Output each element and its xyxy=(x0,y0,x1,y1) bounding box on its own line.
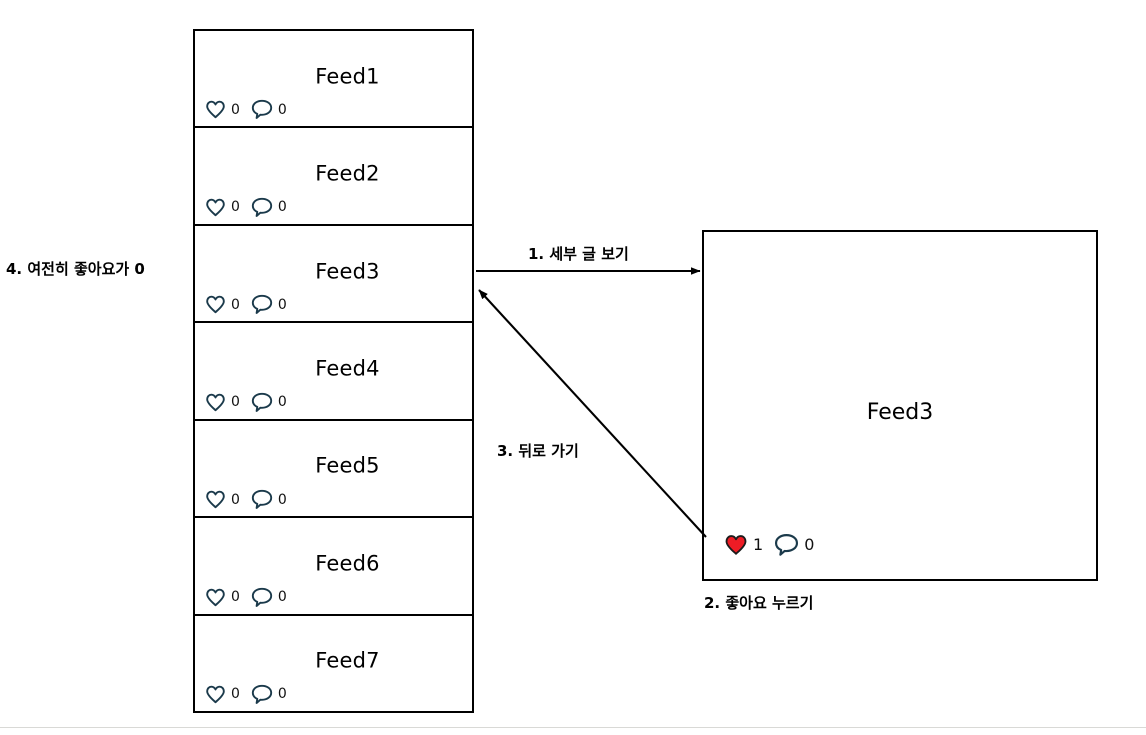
heart-outline-icon[interactable] xyxy=(205,198,226,217)
annotation-step-3: 3. 뒤로 가기 xyxy=(497,442,579,460)
comment-count: 0 xyxy=(277,686,287,703)
annotation-step-4: 4. 여전히 좋아요가 0 xyxy=(6,260,145,278)
comment-count: 0 xyxy=(277,101,287,118)
feed-card-meta: 0 0 xyxy=(205,587,293,608)
feed-card[interactable]: Feed7 0 0 xyxy=(195,615,472,711)
heart-outline-icon[interactable] xyxy=(205,100,226,119)
comment-count: 0 xyxy=(277,491,287,508)
feed-card-title: Feed1 xyxy=(315,64,380,89)
comment-count: 0 xyxy=(277,296,287,313)
comment-count: 0 xyxy=(804,535,815,554)
like-count: 0 xyxy=(231,296,240,313)
comment-bubble-icon[interactable] xyxy=(251,684,273,705)
comment-bubble-icon[interactable] xyxy=(251,587,273,608)
annotation-step-1: 1. 세부 글 보기 xyxy=(528,245,629,263)
like-count: 1 xyxy=(753,535,764,554)
comment-bubble-icon[interactable] xyxy=(774,533,799,557)
arrow-go-back xyxy=(478,289,707,538)
heart-filled-icon[interactable] xyxy=(724,534,748,556)
heart-outline-icon[interactable] xyxy=(205,685,226,704)
feed-detail-panel: Feed3 1 0 xyxy=(702,230,1098,581)
like-count: 0 xyxy=(231,491,240,508)
feed-card-title: Feed7 xyxy=(315,648,380,673)
feed-card[interactable]: Feed4 0 0 xyxy=(195,323,472,421)
comment-count: 0 xyxy=(277,394,287,411)
like-count: 0 xyxy=(231,394,240,411)
bottom-divider xyxy=(0,727,1146,728)
like-count: 0 xyxy=(231,101,240,118)
feed-detail-title: Feed3 xyxy=(866,400,934,425)
feed-card-meta: 0 0 xyxy=(205,197,293,218)
feed-card-meta: 0 0 xyxy=(205,489,293,510)
comment-count: 0 xyxy=(277,589,287,606)
feed-card-title: Feed5 xyxy=(315,453,380,478)
heart-outline-icon[interactable] xyxy=(205,393,226,412)
feed-card-meta: 0 0 xyxy=(205,294,293,315)
like-count: 0 xyxy=(231,589,240,606)
feed-card[interactable]: Feed2 0 0 xyxy=(195,128,472,226)
feed-card[interactable]: Feed3 0 0 xyxy=(195,225,472,324)
like-count: 0 xyxy=(231,199,240,216)
heart-outline-icon[interactable] xyxy=(205,490,226,509)
feed-card-title: Feed6 xyxy=(315,551,380,576)
feed-card[interactable]: Feed6 0 0 xyxy=(195,518,472,616)
feed-card[interactable]: Feed1 0 0 xyxy=(195,31,472,129)
feed-card-title: Feed4 xyxy=(315,356,380,381)
comment-bubble-icon[interactable] xyxy=(251,99,273,120)
feed-card[interactable]: Feed5 0 0 xyxy=(195,420,472,519)
feed-card-meta: 0 0 xyxy=(205,99,293,120)
heart-outline-icon[interactable] xyxy=(205,295,226,314)
feed-card-meta: 0 0 xyxy=(205,392,293,413)
feed-list: Feed1 0 0 Feed2 xyxy=(193,29,474,713)
comment-bubble-icon[interactable] xyxy=(251,392,273,413)
annotation-step-2: 2. 좋아요 누르기 xyxy=(704,594,814,612)
feed-card-title: Feed3 xyxy=(315,259,380,284)
feed-card-meta: 0 0 xyxy=(205,684,293,705)
feed-detail-meta: 1 0 xyxy=(724,533,820,557)
like-count: 0 xyxy=(231,686,240,703)
heart-outline-icon[interactable] xyxy=(205,588,226,607)
comment-bubble-icon[interactable] xyxy=(251,489,273,510)
comment-count: 0 xyxy=(277,199,287,216)
comment-bubble-icon[interactable] xyxy=(251,197,273,218)
feed-card-title: Feed2 xyxy=(315,161,380,186)
comment-bubble-icon[interactable] xyxy=(251,294,273,315)
